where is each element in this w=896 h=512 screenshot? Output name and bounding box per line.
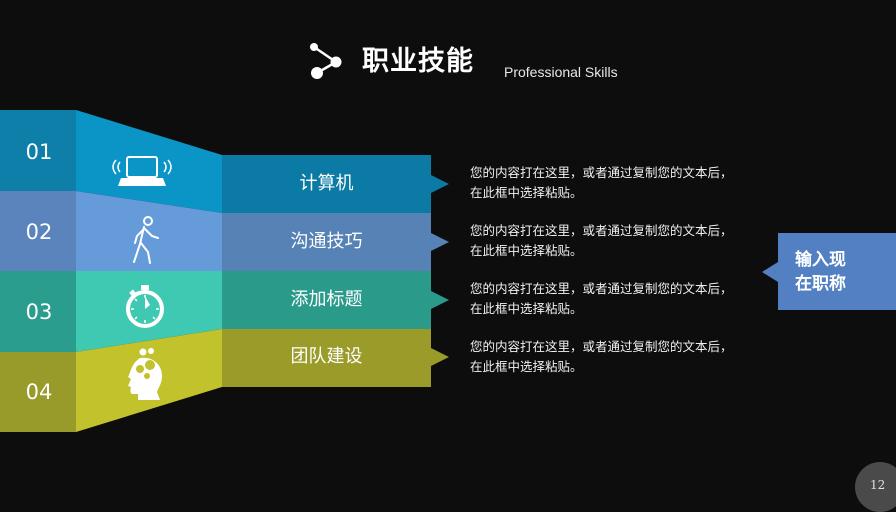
desc-line: 您的内容打在这里，或者通过复制您的文本后， [470,223,733,238]
page-number: 12 [870,478,886,492]
band-3-right [222,271,449,329]
desc-line: 在此框中选择粘贴。 [470,301,583,316]
band-4-right [222,329,449,387]
skill-label-communication: 沟通技巧 [290,231,363,252]
skill-description-4: 您的内容打在这里，或者通过复制您的文本后， 在此框中选择粘贴。 [470,337,760,377]
stopwatch-icon [126,285,164,328]
band-2-left [0,191,76,271]
desc-line: 在此框中选择粘贴。 [470,185,583,200]
skill-label-computer: 计算机 [299,173,354,194]
laptop-wifi-icon [112,156,172,186]
desc-line: 您的内容打在这里，或者通过复制您的文本后， [470,281,733,296]
skill-label-teamwork: 团队建设 [290,346,363,367]
callout-box [762,233,896,310]
item-number-03: 03 [25,300,53,324]
item-number-01: 01 [25,140,53,164]
skill-description-2: 您的内容打在这里，或者通过复制您的文本后， 在此框中选择粘贴。 [470,221,760,261]
desc-line: 您的内容打在这里，或者通过复制您的文本后， [470,339,733,354]
band-1-mid [76,110,222,213]
callout-line-1: 输入现 [795,250,846,270]
band-3-left [0,271,76,352]
band-2-mid [76,191,222,271]
skill-description-3: 您的内容打在这里，或者通过复制您的文本后， 在此框中选择粘贴。 [470,279,760,319]
skill-label-add-title: 添加标题 [290,289,363,310]
band-2-right [222,213,449,271]
desc-line: 您的内容打在这里，或者通过复制您的文本后， [470,165,733,180]
band-4-left [0,352,76,432]
share-nodes-icon [310,43,342,79]
item-number-02: 02 [25,220,53,244]
walking-person-icon [133,216,159,264]
desc-line: 在此框中选择粘贴。 [470,359,583,374]
item-number-04: 04 [25,380,53,404]
callout-line-2: 在职称 [795,274,846,294]
band-1-left [0,110,76,191]
head-gears-icon [128,348,162,400]
band-1-right [222,155,449,213]
page-subtitle: Professional Skills [504,64,618,80]
skill-description-1: 您的内容打在这里，或者通过复制您的文本后， 在此框中选择粘贴。 [470,163,760,203]
band-3-mid [76,271,222,352]
callout-job-title: 输入现 在职称 [795,248,846,296]
page-number-badge: 12 [855,462,896,512]
page-title: 职业技能 [362,46,474,77]
desc-line: 在此框中选择粘贴。 [470,243,583,258]
